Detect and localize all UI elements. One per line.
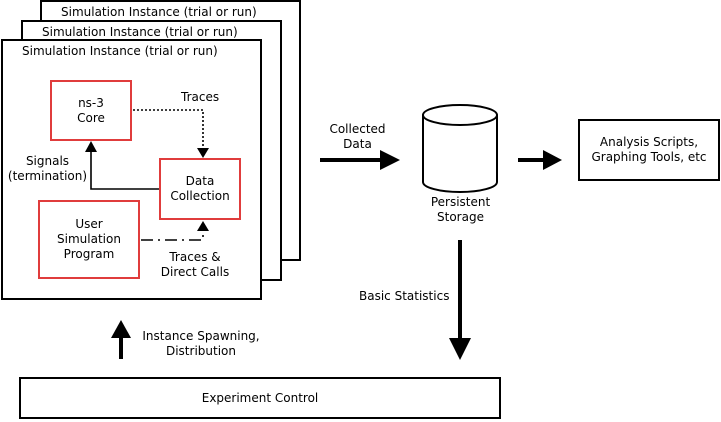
collected-data-arrow (320, 150, 400, 170)
analysis-arrow (518, 150, 562, 170)
basic-statistics-arrow (449, 240, 471, 360)
signals-label: Signals (termination) (7, 154, 88, 183)
traces-dotted-arrow (133, 109, 209, 158)
signals-arrow (85, 141, 159, 190)
user-simulation-program-box: User Simulation Program (38, 200, 140, 279)
simulation-instance-title-front: Simulation Instance (trial or run) (22, 44, 218, 58)
instance-spawning-label: Instance Spawning, Distribution (142, 329, 260, 358)
analysis-tools-label: Analysis Scripts, Graphing Tools, etc (591, 135, 707, 164)
data-collection-box: Data Collection (159, 158, 241, 220)
simulation-instance-title-middle: Simulation Instance (trial or run) (42, 25, 238, 39)
experiment-control-box: Experiment Control (19, 377, 501, 419)
instance-spawning-arrow (111, 320, 131, 359)
traces-direct-calls-arrow (141, 221, 209, 241)
analysis-tools-box: Analysis Scripts, Graphing Tools, etc (578, 119, 720, 181)
ns3-core-box: ns-3 Core (50, 80, 132, 141)
persistent-storage-label: Persistent Storage (430, 195, 491, 224)
experiment-control-label: Experiment Control (201, 390, 319, 405)
traces-direct-calls-label: Traces & Direct Calls (160, 250, 230, 279)
simulation-instance-title-back: Simulation Instance (trial or run) (61, 5, 257, 19)
traces-label: Traces (181, 90, 220, 104)
collected-data-label: Collected Data (329, 122, 386, 151)
basic-statistics-label: Basic Statistics (359, 289, 450, 303)
